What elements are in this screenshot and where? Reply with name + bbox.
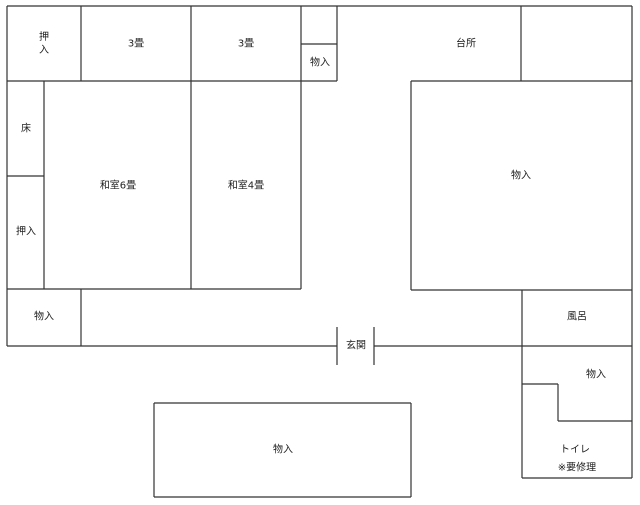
room-daidokoro: 台所 [456, 38, 476, 50]
room-monoire-bath: 物入 [586, 369, 606, 381]
room-washitsu6: 和室6畳 [99, 180, 137, 192]
room-oshiire-top: 押 入 [39, 32, 49, 56]
room-monoire-bottom: 物入 [273, 444, 293, 456]
room-oshiire-left: 押入 [16, 226, 36, 238]
room-tatami3-b: 3畳 [237, 38, 255, 50]
room-genkan: 玄関 [346, 340, 366, 352]
room-monoire-small-top: 物入 [310, 57, 330, 69]
toilet-repair-note: ※要修理 [557, 462, 597, 474]
room-monoire-right: 物入 [511, 170, 531, 182]
room-tatami3-a: 3畳 [127, 38, 145, 50]
room-washitsu4: 和室4畳 [227, 180, 265, 192]
room-furo: 風呂 [567, 311, 587, 323]
room-toilet: トイレ [560, 444, 590, 456]
room-monoire-left: 物入 [34, 311, 54, 323]
room-toko: 床 [21, 123, 31, 135]
